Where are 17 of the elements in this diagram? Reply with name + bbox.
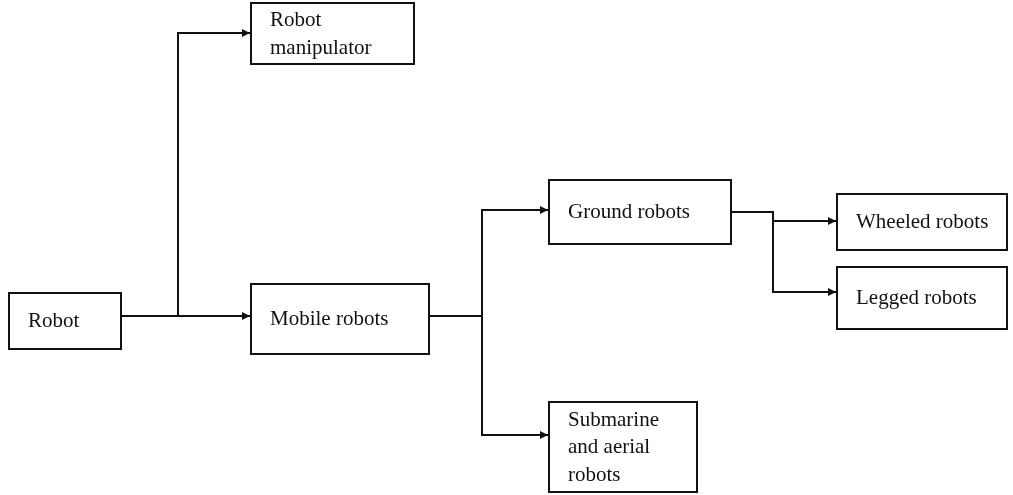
process-box: [548, 401, 698, 493]
arrow: [121, 312, 251, 320]
process-box: [250, 283, 430, 355]
arrow: [429, 315, 549, 439]
process-box: [8, 292, 122, 350]
box-label: Robot manipulator: [270, 6, 373, 61]
box-label: Ground robots: [568, 198, 691, 226]
box-label: Submarine and aerial robots: [568, 406, 660, 488]
box-label: Robot: [28, 307, 81, 335]
box-label: Mobile robots: [270, 305, 390, 333]
process-box: [836, 266, 1008, 330]
box-label: Legged robots: [856, 284, 978, 312]
box-label: Wheeled robots: [856, 208, 990, 236]
arrow: [731, 211, 837, 296]
process-box: [548, 179, 732, 245]
process-box: [836, 193, 1008, 251]
process-box: [250, 2, 415, 65]
